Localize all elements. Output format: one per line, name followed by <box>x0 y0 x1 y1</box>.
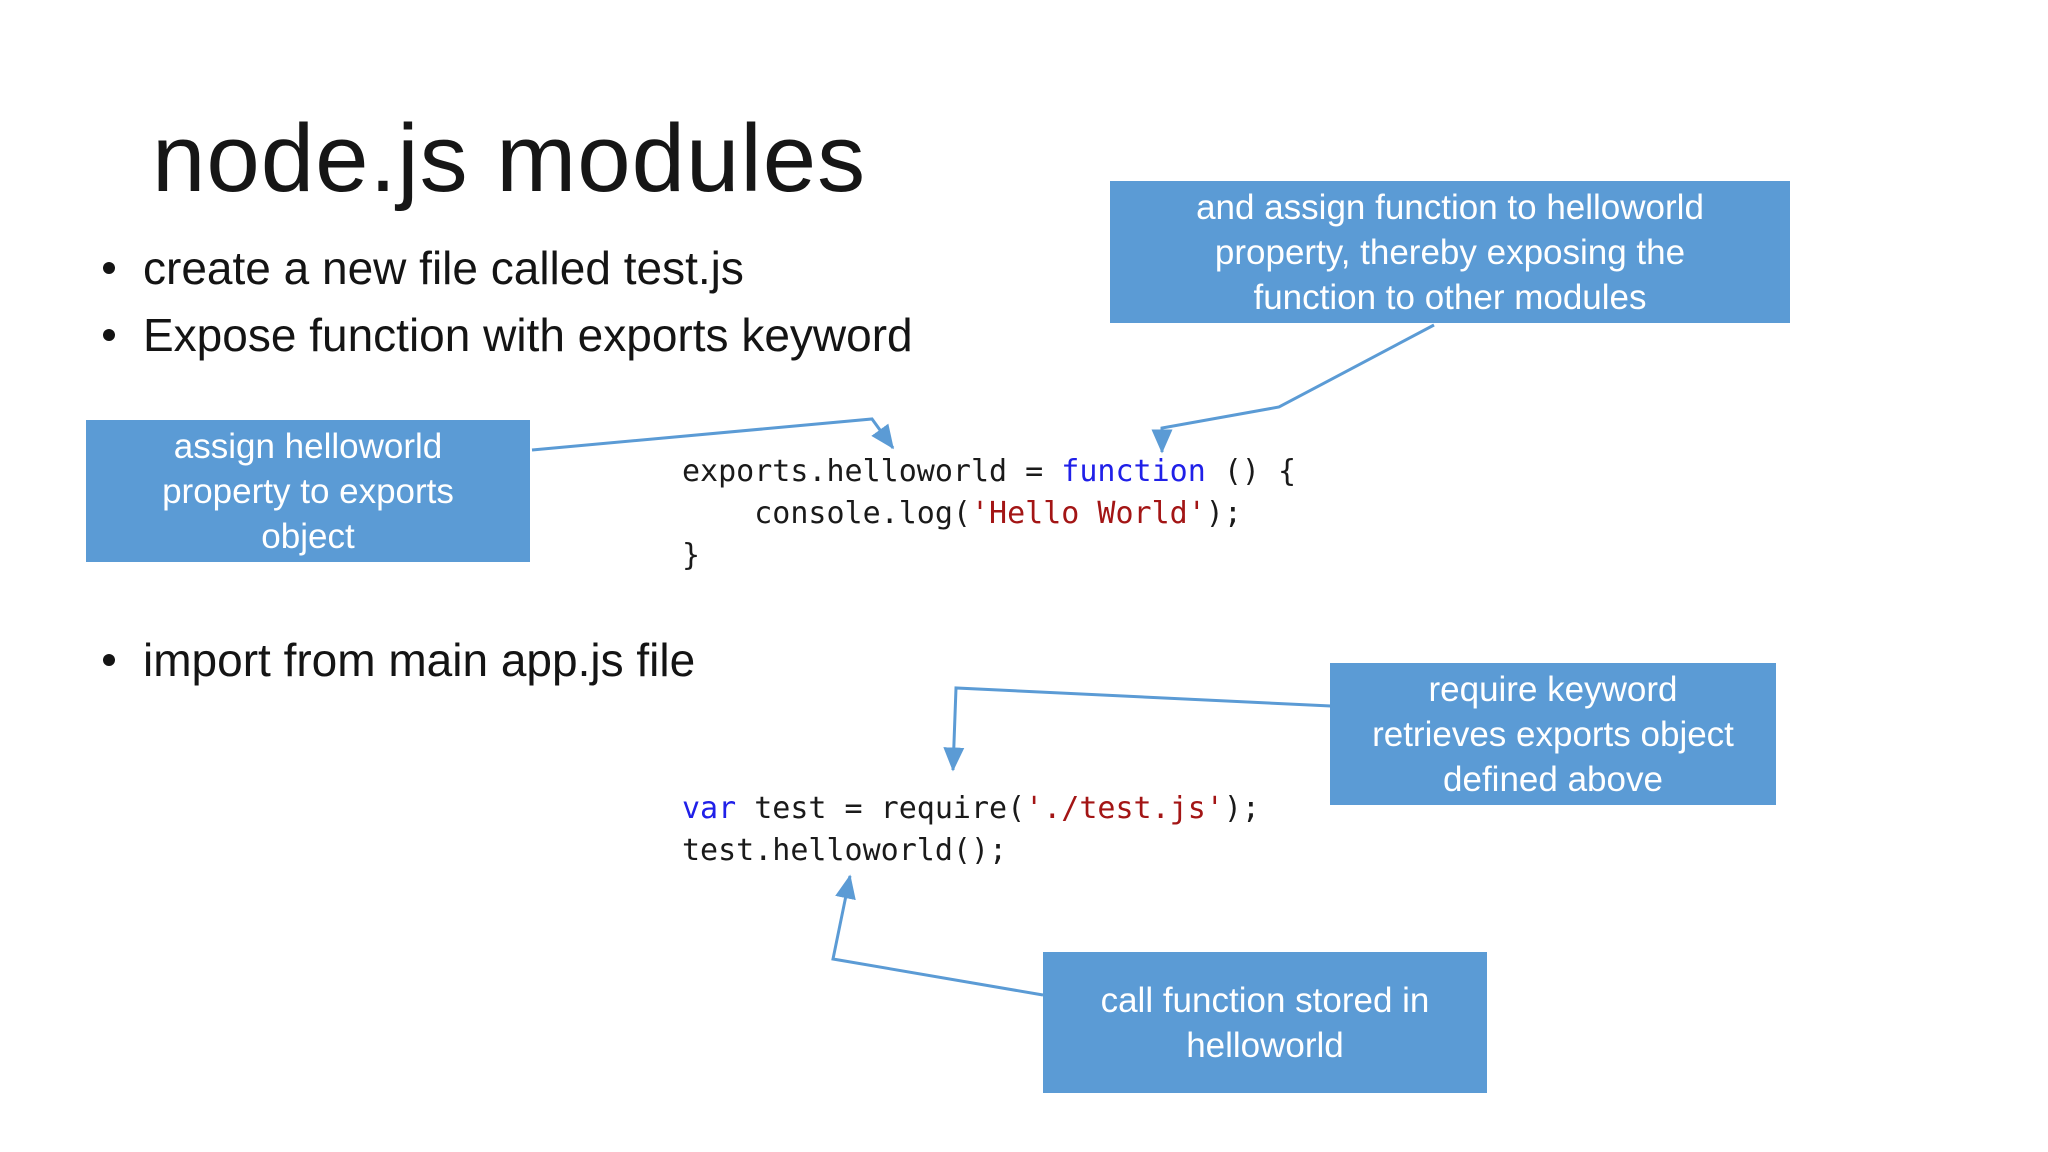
arrow-left-callout-to-exports <box>531 417 895 452</box>
code-line: exports.helloworld = function () { <box>682 454 1297 489</box>
bullet-item-create-file: create a new file called test.js <box>103 234 913 301</box>
code-block-app-js: var test = require('./test.js'); test.hel… <box>682 788 1260 872</box>
callout-call-function: call function stored in helloworld <box>1043 952 1487 1093</box>
code-line: var test = require('./test.js'); <box>682 791 1260 826</box>
bullet-text: create a new file called test.js <box>143 241 744 294</box>
code-line: test.helloworld(); <box>682 833 1008 868</box>
bullet-item-import: import from main app.js file <box>103 626 695 693</box>
bullet-item-expose-function: Expose function with exports keyword <box>103 301 913 368</box>
page-title: node.js modules <box>152 105 867 212</box>
callout-assign-function-to-helloworld: and assign function to helloworld proper… <box>1110 181 1790 323</box>
bullet-list-top: create a new file called test.js Expose … <box>103 234 913 368</box>
bullet-dot <box>103 328 115 341</box>
bullet-dot <box>103 653 115 666</box>
bullet-dot <box>103 261 115 274</box>
arrow-call-callout-to-helloworld <box>831 874 1044 997</box>
bullet-text: import from main app.js file <box>143 633 696 686</box>
arrow-require-callout-to-require <box>943 686 1332 772</box>
code-line: console.log('Hello World'); <box>682 496 1242 531</box>
code-block-test-js: exports.helloworld = function () { conso… <box>682 451 1296 577</box>
code-line: } <box>682 538 701 573</box>
callout-assign-helloworld-property: assign helloworld property to exports ob… <box>86 420 530 562</box>
bullet-text: Expose function with exports keyword <box>143 308 913 361</box>
callout-require-keyword: require keyword retrieves exports object… <box>1330 663 1776 805</box>
arrow-top-callout-to-function <box>1151 323 1435 454</box>
bullet-list-import: import from main app.js file <box>103 626 695 693</box>
